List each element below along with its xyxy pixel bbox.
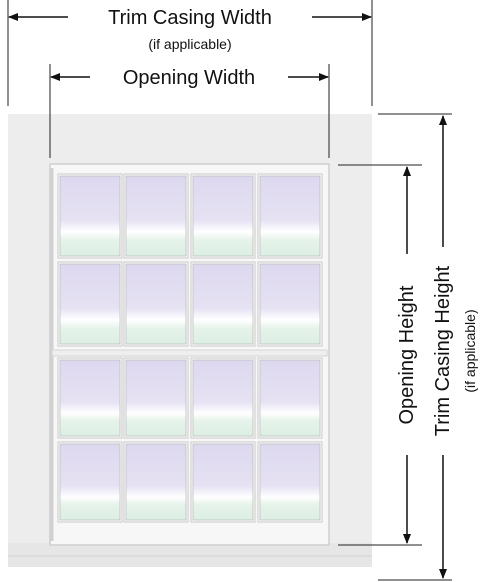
glass-pane-upper-r2-c4 [259,263,321,345]
glass-pane-lower-r1-c3 [192,359,254,437]
glass-pane-upper-r1-c1 [59,175,121,257]
glass-pane-upper-r1-c2 [125,175,187,257]
glass-pane-lower-r2-c2 [125,443,187,521]
trim-casing-width-note: (if applicable) [148,36,231,52]
trim-casing-height-note: (if applicable) [462,309,478,392]
opening-width-label: Opening Width [123,67,255,89]
glass-pane-lower-r2-c3 [192,443,254,521]
glass-pane-upper-r2-c1 [59,263,121,345]
glass-pane-upper-r2-c2 [125,263,187,345]
glass-pane-upper-r1-c3 [192,175,254,257]
glass-pane-lower-r1-c2 [125,359,187,437]
glass-pane-lower-r1-c4 [259,359,321,437]
glass-pane-lower-r2-c4 [259,443,321,521]
sill [8,543,372,567]
glass-pane-lower-r1-c1 [59,359,121,437]
opening-height-label: Opening Height [396,285,418,424]
trim-casing-width-label: Trim Casing Width [108,7,272,29]
trim-casing-height-label: Trim Casing Height [432,265,454,436]
glass-pane-upper-r2-c3 [192,263,254,345]
glass-pane-lower-r2-c1 [59,443,121,521]
window-panes [57,173,323,523]
meeting-rail [51,349,328,357]
glass-pane-upper-r1-c4 [259,175,321,257]
